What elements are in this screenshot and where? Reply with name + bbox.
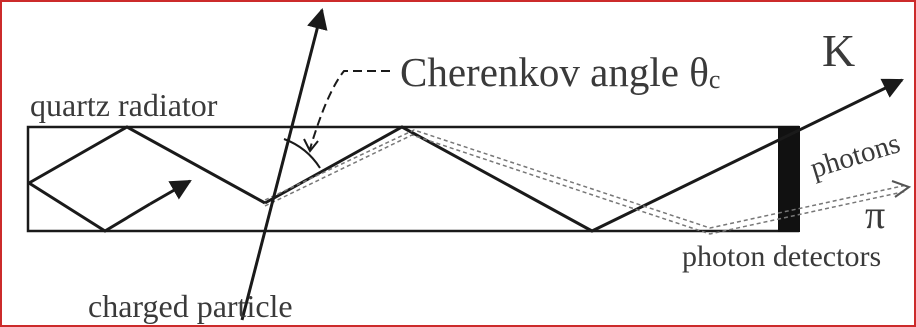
photons-label: photons (807, 127, 904, 184)
charged-particle-label: charged particle (88, 288, 293, 324)
cherenkov-angle-label: Cherenkov angle θc (400, 49, 720, 95)
angle-leader-line (309, 70, 390, 150)
charged-particle-track (240, 7, 328, 321)
quartz-radiator-label: quartz radiator (30, 87, 218, 123)
kaon-photon-path (264, 78, 904, 233)
cherenkov-angle-arc (283, 138, 321, 169)
pion-label: π (865, 192, 885, 237)
pion-photon-path-a (264, 129, 908, 229)
left-photon-path-upper (28, 125, 266, 205)
angle-leader-arrowhead (303, 138, 319, 153)
pion-arrow-head (891, 180, 912, 198)
left-photon-path-lower (28, 181, 151, 233)
left-photon-arrow (149, 179, 192, 206)
photon-detector-block (778, 126, 800, 232)
kaon-label: K (822, 25, 855, 76)
quartz-radiator-bar (26, 125, 800, 233)
photon-detectors-label: photon detectors (682, 240, 881, 273)
